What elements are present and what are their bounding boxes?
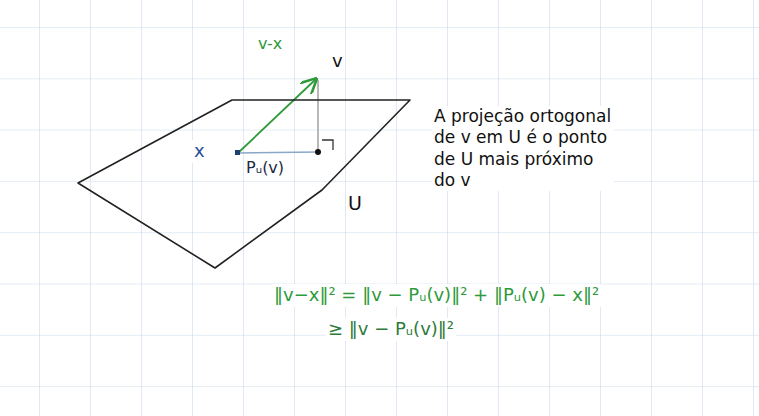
point-x [235,150,240,155]
point-label: Pᵤ(v) [244,158,286,178]
perpendicular-line [317,80,318,150]
equation: ≥ ‖v − Pᵤ(v)‖² [326,318,456,341]
vector-arrow [238,79,316,153]
point-projection [315,149,321,155]
right-angle-mark [322,140,333,150]
plane-outline [70,92,420,277]
equation: ‖v−x‖² = ‖v − Pᵤ(v)‖² + ‖Pᵤ(v) − x‖² [272,284,601,307]
plane-border [78,100,410,268]
plane-region: xPᵤ(v) U [70,92,420,277]
point-label: v [330,50,345,73]
projection-line [238,152,318,153]
subspace-label: U [346,192,364,216]
note-text: A projeção ortogonal de v em U é o ponto… [432,106,614,191]
vector-label: v-x [256,34,284,54]
point-label: x [192,140,207,163]
